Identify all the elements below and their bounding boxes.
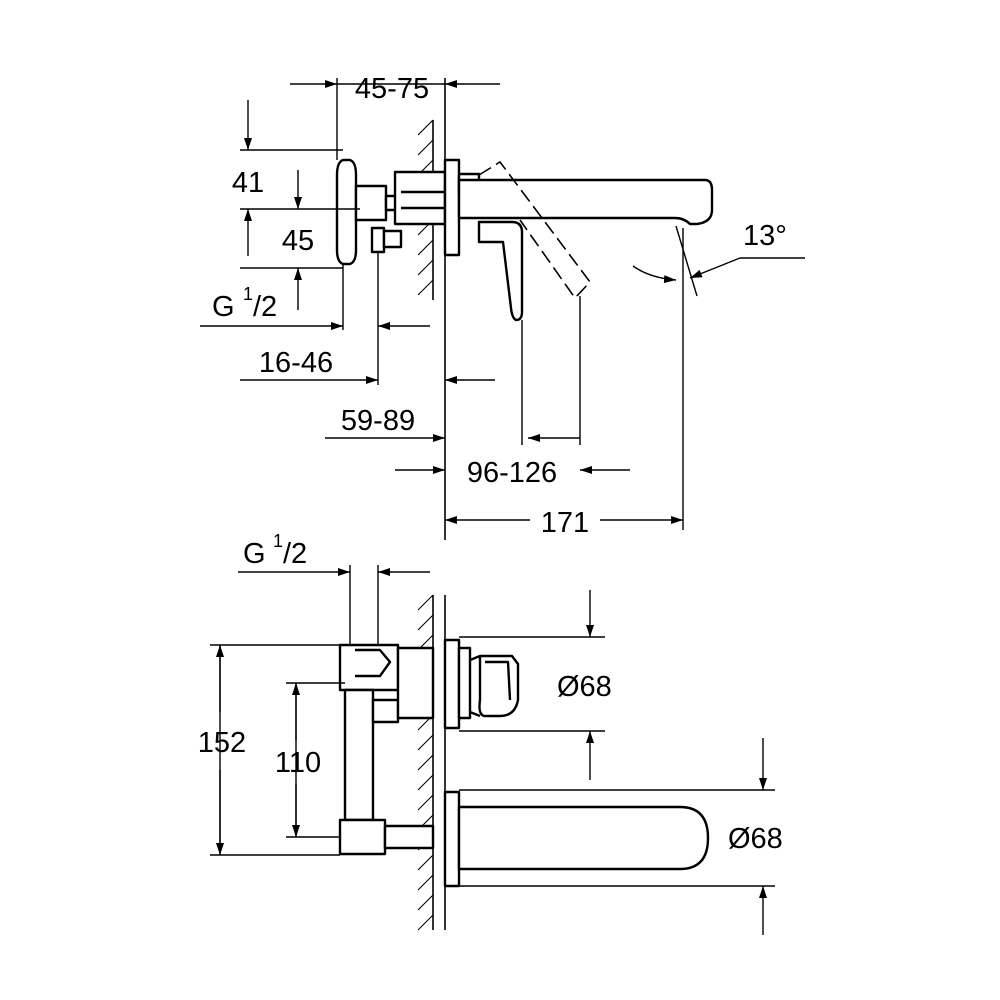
label-16-46: 16-46 (259, 347, 333, 379)
label-g-front: G (243, 538, 266, 570)
lever-handle-alt-position (478, 160, 592, 300)
label-41: 41 (232, 167, 264, 199)
dim-152: 152 (198, 644, 340, 856)
cover-plate-side (443, 158, 461, 257)
label-g-front-num: 1 (273, 531, 283, 551)
dim-96-126: 96-126 (395, 457, 630, 489)
front-view: G 1 /2 152 110 Ø68 (198, 531, 783, 935)
dim-110: 110 (275, 682, 345, 838)
label-g-front-den: /2 (283, 538, 307, 570)
dim-dia-handle: Ø68 (459, 590, 612, 780)
dim-171: 171 (445, 228, 684, 539)
label-45: 45 (282, 225, 314, 257)
label-g-side-den: /2 (253, 291, 277, 323)
cover-plate-handle-front (443, 638, 461, 730)
wall-front (417, 594, 446, 931)
dim-g-half-side: G 1 /2 (200, 252, 430, 385)
label-g-side: G (212, 291, 235, 323)
label-171: 171 (541, 507, 589, 539)
lever-handle-side (477, 220, 524, 322)
lever-handle-front (457, 646, 472, 720)
lever-paddle-front (478, 654, 520, 718)
label-110: 110 (275, 747, 321, 779)
label-dia-spout: Ø68 (728, 823, 783, 855)
dim-16-46: 16-46 (240, 347, 495, 384)
label-g-side-num: 1 (243, 284, 253, 304)
dim-41-45: 41 45 (232, 100, 360, 310)
spout-front (457, 805, 710, 871)
dim-g-half-front: G 1 /2 (238, 531, 430, 645)
concealed-box-side (335, 158, 447, 266)
dim-45-75: 45-75 (290, 73, 500, 160)
spout-side (457, 178, 714, 226)
label-59-89: 59-89 (341, 405, 415, 437)
dim-59-89: 59-89 (325, 296, 581, 445)
label-13-degree: 13° (743, 220, 787, 252)
label-96-126: 96-126 (467, 457, 557, 489)
side-view: 45-75 41 45 G 1 /2 16-46 (200, 73, 805, 540)
dim-angle: 13° (632, 220, 805, 297)
label-152: 152 (198, 727, 246, 759)
label-dia-handle: Ø68 (557, 671, 612, 703)
dim-dia-spout: Ø68 (459, 738, 783, 935)
label-45-75: 45-75 (355, 73, 429, 105)
concealed-body-front (338, 643, 435, 856)
cover-plate-spout-front (443, 790, 461, 888)
